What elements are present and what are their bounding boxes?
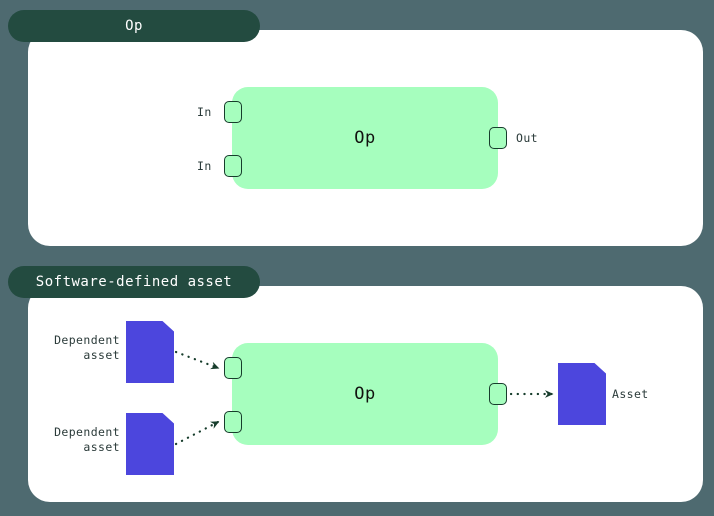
asset-label-dependent-2: Dependent asset xyxy=(54,425,120,454)
port-label-in-1: In xyxy=(197,105,212,119)
asset-document-icon[interactable] xyxy=(126,413,174,475)
port-out-2[interactable] xyxy=(489,383,507,405)
port-in-1[interactable] xyxy=(224,101,242,123)
port-in-3[interactable] xyxy=(224,357,242,379)
asset-label-output: Asset xyxy=(612,387,649,401)
op-node-bottom[interactable]: Op xyxy=(232,343,498,445)
port-in-2[interactable] xyxy=(224,155,242,177)
op-node-label: Op xyxy=(354,128,376,148)
asset-document-icon[interactable] xyxy=(126,321,174,383)
panel-tab-op: Op xyxy=(8,10,260,42)
port-in-4[interactable] xyxy=(224,411,242,433)
asset-label-dependent-1: Dependent asset xyxy=(54,333,120,362)
op-node-top[interactable]: Op xyxy=(232,87,498,189)
asset-document-icon[interactable] xyxy=(558,363,606,425)
port-label-in-2: In xyxy=(197,159,212,173)
op-node-label: Op xyxy=(354,384,376,404)
panel-tab-software-defined-asset: Software-defined asset xyxy=(8,266,260,298)
port-out-1[interactable] xyxy=(489,127,507,149)
port-label-out-1: Out xyxy=(516,131,538,145)
